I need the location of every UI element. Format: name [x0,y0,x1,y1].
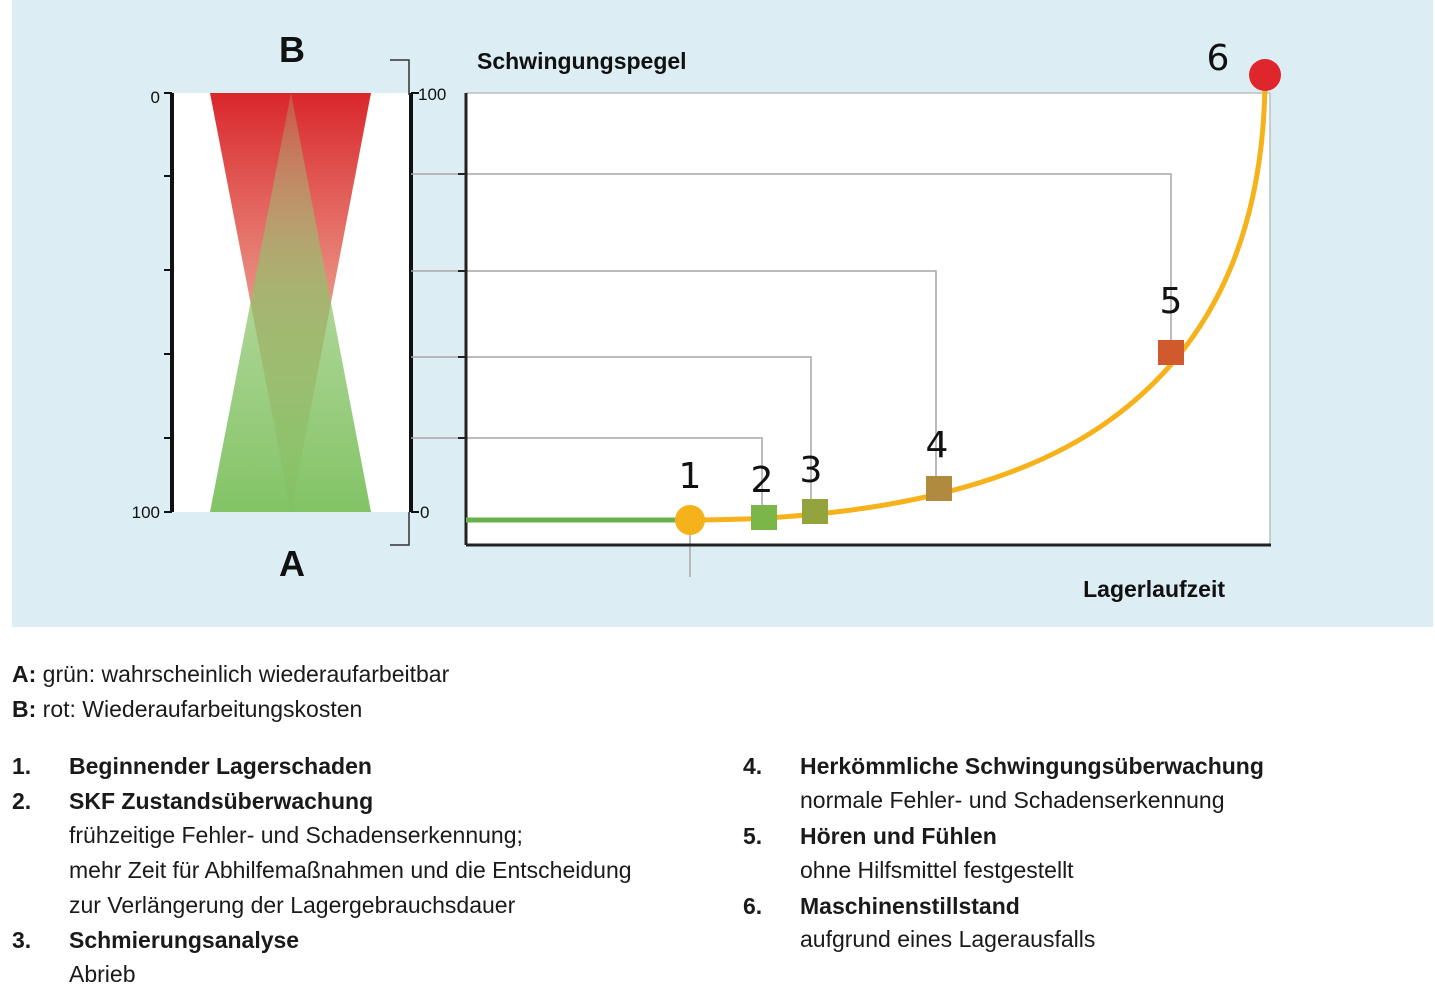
left-scale-top: 0 [151,88,160,107]
legend-b: B: rot: Wiederaufarbeitungskosten [12,695,362,723]
chart-plot-area [466,93,1270,545]
y-axis-label: Schwingungspegel [477,48,687,74]
point-label-1: 1 [679,456,702,497]
label-b: B [279,29,305,70]
right-scale-top: 100 [418,85,446,104]
marker-4 [926,476,952,501]
point-label-2: 2 [751,460,774,501]
point-label-4: 4 [926,425,949,466]
diagram: B A 0 100 100 0 [132,29,1281,602]
legend-a: A: grün: wahrscheinlich wiederaufarbeitb… [12,660,449,688]
list-number-1: 1. [12,753,32,779]
list-desc-3-line-1: Abrieb [69,961,136,987]
list-desc-6-line-1: aufgrund eines Lagerausfalls [800,926,1096,952]
bracket-top [390,59,410,95]
left-bar: B A 0 100 100 0 [132,29,447,584]
list-desc-2-line-2: mehr Zeit für Abhilfemaßnahmen und die E… [69,857,632,883]
list-title-2: SKF Zustandsüberwachung [69,788,374,814]
list-desc-5-line-1: ohne Hilfsmittel festgestellt [800,857,1074,883]
list-number-5: 5. [743,823,763,849]
left-scale-bottom: 100 [132,503,160,522]
list-number-2: 2. [12,788,32,814]
point-label-6: 6 [1207,38,1230,79]
list-title-5: Hören und Fühlen [800,823,997,849]
list-desc-2-line-3: zur Verlängerung der Lagergebrauchsdauer [69,892,516,918]
legend-a-key: A: [12,661,37,687]
green-reusable-triangle [210,93,371,512]
legend-a-text: grün: wahrscheinlich wiederaufarbeitbar [36,661,450,687]
guide-lines [411,173,1172,577]
list-desc-4-line-1: normale Fehler- und Schadenserkennung [800,787,1225,813]
marker-3 [802,499,828,524]
bracket-bottom [390,512,410,546]
x-axis-label: Lagerlaufzeit [1083,576,1225,602]
list-title-3: Schmierungsanalyse [69,927,300,953]
list-desc-2-line-1: frühzeitige Fehler- und Schadenserkennun… [69,822,523,848]
list-title-6: Maschinenstillstand [800,893,1020,919]
list-number-4: 4. [743,753,763,779]
marker-1 [675,505,705,535]
vibration-chart: 1 2 3 4 5 6 Schwingungspegel Lagerlaufze… [411,38,1281,602]
legend-b-text: rot: Wiederaufarbeitungskosten [36,696,363,722]
legend-b-key: B: [12,696,37,722]
point-label-5: 5 [1160,281,1183,322]
marker-5 [1158,340,1184,365]
list-title-4: Herkömmliche Schwingungsüberwachung [800,753,1264,779]
list-number-3: 3. [12,927,32,953]
list-number-6: 6. [743,893,763,919]
marker-2 [751,505,777,530]
marker-6 [1249,59,1281,91]
right-scale-bottom: 0 [420,503,429,522]
label-a: A [279,543,305,584]
list-title-1: Beginnender Lagerschaden [69,753,372,779]
point-label-3: 3 [800,450,823,491]
